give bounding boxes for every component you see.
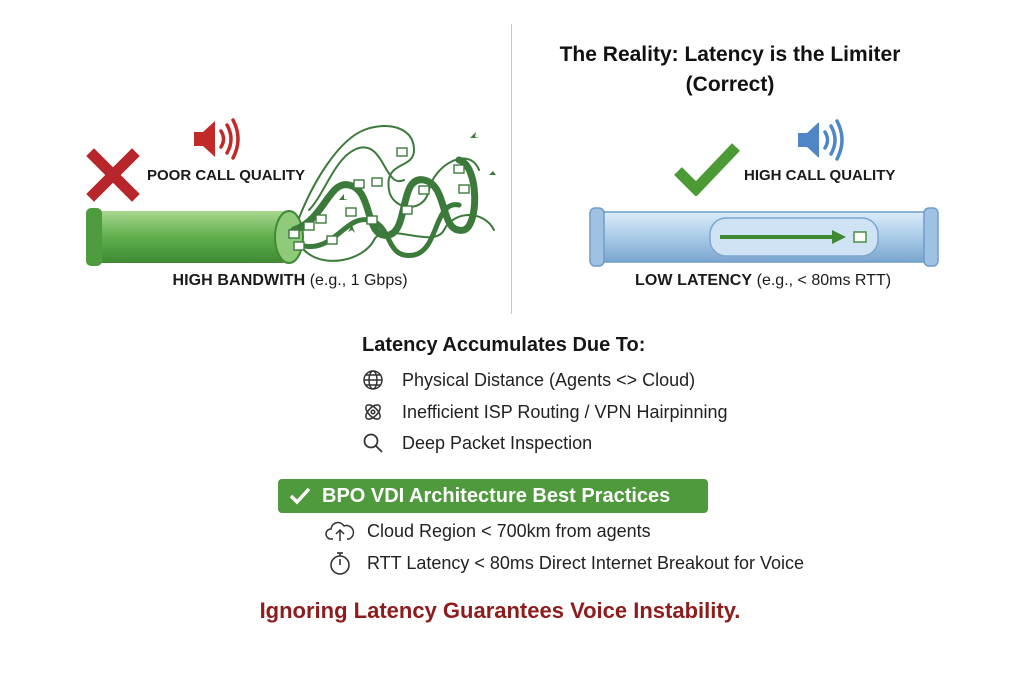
high-bandwidth-label: HIGH BANDWITH: [172, 272, 306, 289]
best-practice-text: RTT Latency < 80ms Direct Internet Break…: [367, 552, 805, 573]
low-latency-example: (e.g., < 80ms RTT): [752, 272, 892, 289]
speaker-loud-icon: [194, 118, 240, 160]
high-bandwidth-example: (e.g., 1 Gbps): [305, 272, 408, 289]
latency-causes-heading: Latency Accumulates Due To:: [362, 334, 646, 356]
stopwatch-icon: [325, 549, 355, 577]
poor-call-quality-label: POOR CALL QUALITY: [147, 167, 306, 184]
panel-divider: [511, 24, 512, 314]
low-latency-label: LOW LATENCY: [634, 272, 753, 289]
best-practice-item: RTT Latency < 80ms Direct Internet Break…: [325, 549, 804, 577]
latency-cause-item: Inefficient ISP Routing / VPN Hairpinnin…: [360, 399, 728, 425]
globe-icon: [360, 367, 386, 393]
latency-cause-item: Physical Distance (Agents <> Cloud): [360, 367, 695, 393]
low-latency-pipe: [589, 207, 939, 267]
high-call-quality-label: HIGH CALL QUALITY: [744, 167, 896, 184]
routing-icon: [360, 399, 386, 425]
page-title: The Reality: Latency is the Limiter: [559, 43, 901, 66]
latency-cause-text: Physical Distance (Agents <> Cloud): [402, 369, 696, 390]
magnifier-icon: [360, 430, 386, 456]
low-latency-caption: LOW LATENCY (e.g., < 80ms RTT): [578, 272, 948, 290]
speaker-clear-icon: [798, 119, 844, 161]
warning-statement: Ignoring Latency Guarantees Voice Instab…: [259, 598, 741, 623]
latency-cause-text: Inefficient ISP Routing / VPN Hairpinnin…: [402, 401, 728, 422]
banner-check-icon: [278, 486, 322, 506]
high-bandwidth-pipe: [86, 125, 496, 266]
best-practices-heading: BPO VDI Architecture Best Practices: [322, 484, 671, 507]
latency-cause-text: Deep Packet Inspection: [402, 432, 593, 453]
best-practices-banner: BPO VDI Architecture Best Practices: [278, 479, 708, 513]
high-bandwidth-caption: HIGH BANDWITH (e.g., 1 Gbps): [100, 272, 480, 290]
best-practice-item: Cloud Region < 700km from agents: [325, 517, 651, 545]
best-practice-text: Cloud Region < 700km from agents: [367, 520, 651, 541]
check-mark-icon: [674, 143, 740, 196]
page-subtitle: (Correct): [685, 73, 775, 96]
latency-cause-item: Deep Packet Inspection: [360, 430, 592, 456]
cloud-upload-icon: [325, 517, 355, 545]
x-mark-icon: [86, 148, 140, 202]
